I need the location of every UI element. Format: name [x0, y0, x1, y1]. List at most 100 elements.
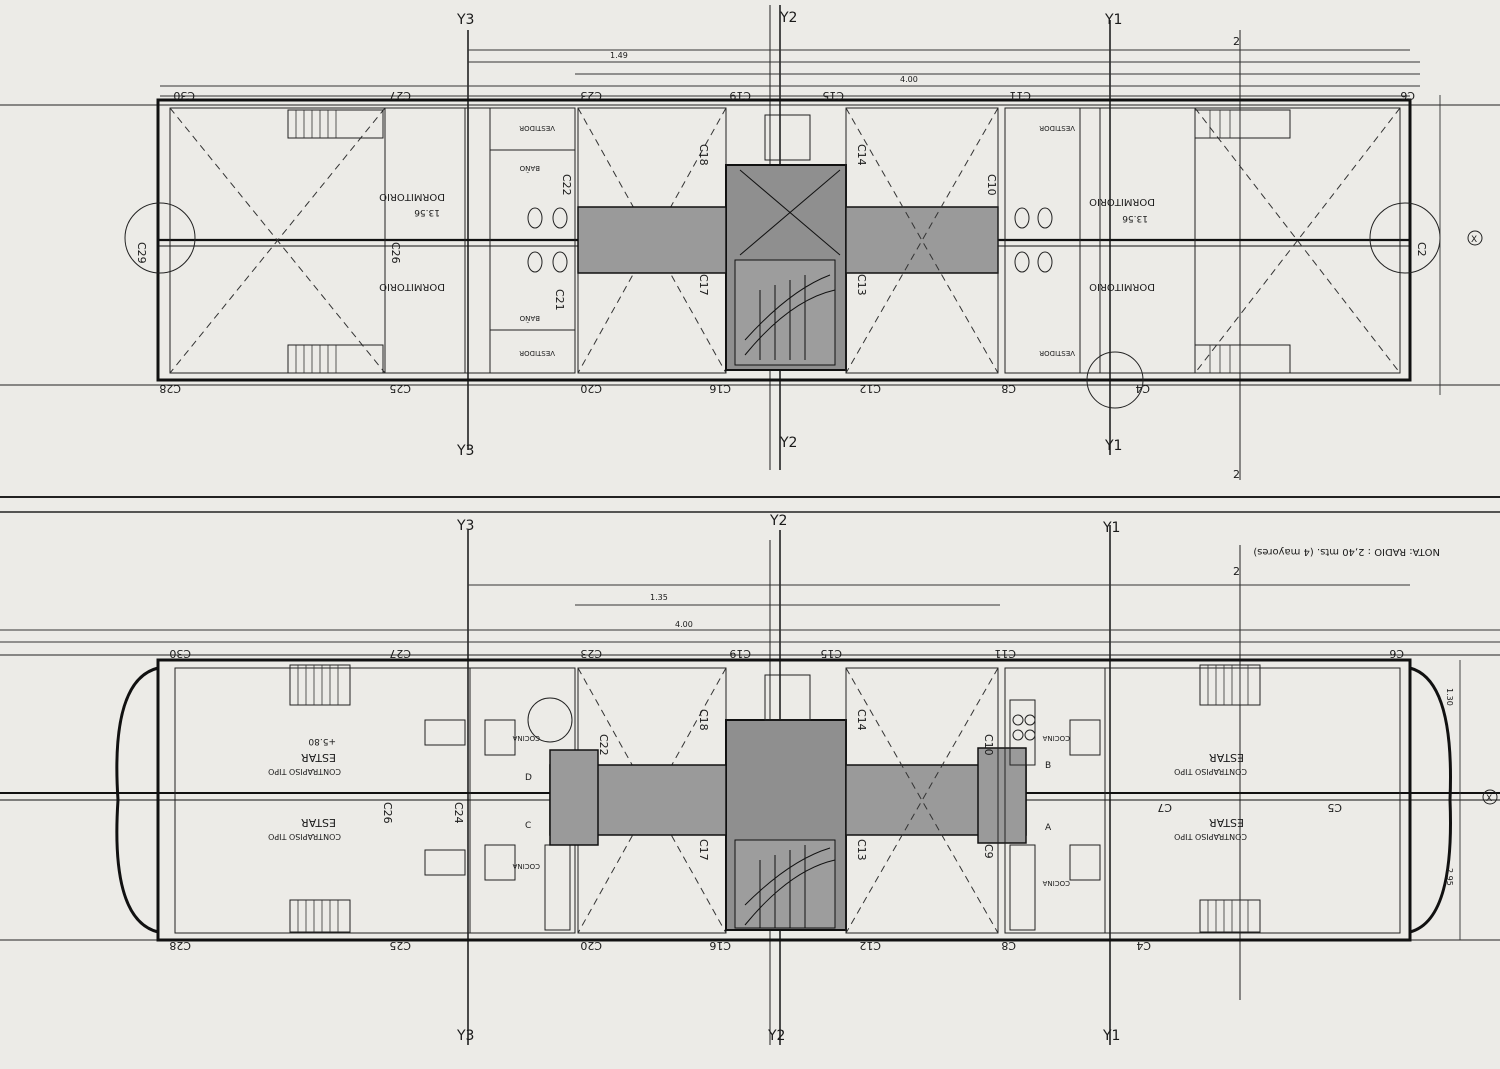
upper-col-c28: C28	[159, 382, 181, 395]
lower-col-c17: C17	[697, 839, 710, 861]
lower-dimension-strings: 1.35 4.00	[0, 584, 1500, 643]
dim-top-2: 4.00	[900, 75, 918, 84]
dim-right-1: 1.30	[1445, 688, 1454, 706]
upper-right-area-a: 13.56	[1122, 213, 1148, 223]
upper-col-c15: C15	[822, 89, 844, 102]
upper-col-c18: C18	[697, 144, 710, 166]
lower-col-c5: C5	[1327, 801, 1342, 814]
lower-left-stair-bottom	[289, 899, 351, 933]
upper-col-c2: C2	[1415, 242, 1428, 257]
upper-col-c14: C14	[855, 144, 868, 166]
axis-label-y2-bottom: Y2	[767, 1028, 785, 1044]
dim-top-1: 1.49	[610, 51, 628, 60]
lower-left-estar-a: ESTAR	[301, 751, 336, 764]
dim-lower-2: 4.00	[675, 620, 693, 629]
upper-col-c27: C27	[389, 89, 411, 102]
lower-right-contrapiso-b: CONTRAPISO TIPO	[1174, 832, 1247, 841]
upper-left-bano-b: BAÑO	[519, 314, 540, 323]
lower-elevator	[764, 674, 811, 721]
upper-left-corridor	[577, 206, 727, 274]
upper-col-c13: C13	[855, 274, 868, 296]
lower-right-balcony	[1409, 666, 1452, 934]
lower-col-c6: C6	[1389, 647, 1404, 660]
upper-col-c26: C26	[389, 242, 402, 264]
upper-col-c8: C8	[1001, 382, 1016, 395]
dim-lower-1: 1.35	[650, 593, 668, 602]
upper-right-corridor	[845, 206, 999, 274]
axis-label-y2-mid: Y2	[779, 435, 797, 451]
upper-dimension-strings: 1.49 4.00	[160, 49, 1420, 97]
upper-floor-plan: DORMITORIO 13.56 DORMITORIO VESTIDOR BAÑ…	[124, 89, 1441, 409]
lower-right-cocina-b: COCINA	[1042, 879, 1070, 887]
lower-col-c4: C4	[1136, 939, 1151, 952]
upper-col-c25: C25	[389, 382, 411, 395]
axis-marker-2-top: 2	[1233, 35, 1240, 48]
lower-col-c22: C22	[597, 734, 610, 756]
grid-axis-2-lines: 2 2 2	[1233, 30, 1241, 1000]
lower-right-estar-a: ESTAR	[1209, 751, 1244, 764]
lower-col-c11: C11	[994, 647, 1016, 660]
axis-label-y1-bottom: Y1	[1102, 1028, 1120, 1044]
lower-col-c24: C24	[452, 802, 465, 824]
axis-label-y1-lower: Y1	[1102, 520, 1120, 536]
axis-x-marker-bottom: X	[1486, 794, 1492, 804]
lower-col-c15: C15	[820, 647, 842, 660]
lower-label-b: B	[1045, 761, 1051, 771]
axis-label-y3-bottom: Y3	[456, 1028, 474, 1044]
lower-label-c: C	[525, 821, 531, 831]
upper-right-vestidor-a: VESTIDOR	[1039, 124, 1075, 132]
upper-left-area-a: 13.56	[414, 207, 440, 217]
upper-left-stair-top	[287, 109, 384, 139]
lower-col-c18: C18	[697, 709, 710, 731]
upper-col-c20: C20	[580, 382, 602, 395]
lower-floor-plan: ESTAR CONTRAPISO TIPO +5.80 ESTAR CONTRA…	[0, 647, 1500, 952]
lower-left-estar-b: ESTAR	[301, 816, 336, 829]
lower-left-cocina-b: COCINA	[512, 862, 540, 870]
axis-label-y3-top: Y3	[456, 12, 474, 28]
lower-left-level-a: +5.80	[308, 736, 336, 746]
lower-col-c27: C27	[389, 647, 411, 660]
lower-left-balcony	[115, 666, 159, 934]
lower-col-c26: C26	[381, 802, 394, 824]
upper-left-dormitorio-b: DORMITORIO	[379, 281, 445, 292]
upper-col-c29: C29	[135, 242, 148, 264]
upper-elevator	[764, 114, 811, 161]
upper-left-vestidor-b: VESTIDOR	[519, 349, 555, 357]
lower-left-stair-top	[289, 664, 351, 706]
axis-label-y2-top: Y2	[779, 10, 797, 26]
lower-label-a: A	[1045, 823, 1052, 833]
upper-col-c6: C6	[1400, 89, 1415, 102]
upper-col-c16: C16	[709, 382, 731, 395]
drawing-note: NOTA: RADIO : 2,40 mts. (4 mayores)	[1253, 546, 1440, 557]
upper-col-c17: C17	[697, 274, 710, 296]
lower-col-c10: C10	[982, 734, 995, 756]
upper-right-dormitorio-b: DORMITORIO	[1089, 281, 1155, 292]
axis-x-marker-top: X	[1471, 235, 1477, 245]
axis-label-y2-lower: Y2	[769, 513, 787, 529]
lower-col-c14: C14	[855, 709, 868, 731]
upper-col-c19: C19	[729, 89, 751, 102]
axis-label-y1-mid: Y1	[1104, 438, 1122, 454]
upper-left-dormitorio-a: DORMITORIO	[379, 191, 445, 202]
upper-col-c22: C22	[560, 174, 573, 196]
upper-col-c21: C21	[553, 289, 566, 311]
upper-left-vestidor-a: VESTIDOR	[519, 124, 555, 132]
lower-right-cocina-a: COCINA	[1042, 734, 1070, 742]
upper-right-dormitorio-a: DORMITORIO	[1089, 196, 1155, 207]
upper-col-c10: C10	[985, 174, 998, 196]
lower-label-d: D	[525, 773, 532, 783]
lower-left-contrapiso-a: CONTRAPISO TIPO	[268, 767, 341, 776]
lower-col-c12: C12	[859, 939, 881, 952]
axis-label-y3-mid: Y3	[456, 443, 474, 459]
lower-col-c7: C7	[1157, 801, 1172, 814]
upper-col-c12: C12	[859, 382, 881, 395]
lower-col-c19: C19	[729, 647, 751, 660]
upper-left-bano-a: BAÑO	[519, 164, 540, 173]
grid-axis-y1: Y1 Y1 Y1 Y1	[1102, 12, 1122, 1045]
axis-label-y1-top: Y1	[1104, 12, 1122, 28]
upper-col-c23: C23	[580, 89, 602, 102]
lower-left-contrapiso-b: CONTRAPISO TIPO	[268, 832, 341, 841]
upper-col-c30: C30	[173, 89, 195, 102]
lower-right-contrapiso-a: CONTRAPISO TIPO	[1174, 767, 1247, 776]
